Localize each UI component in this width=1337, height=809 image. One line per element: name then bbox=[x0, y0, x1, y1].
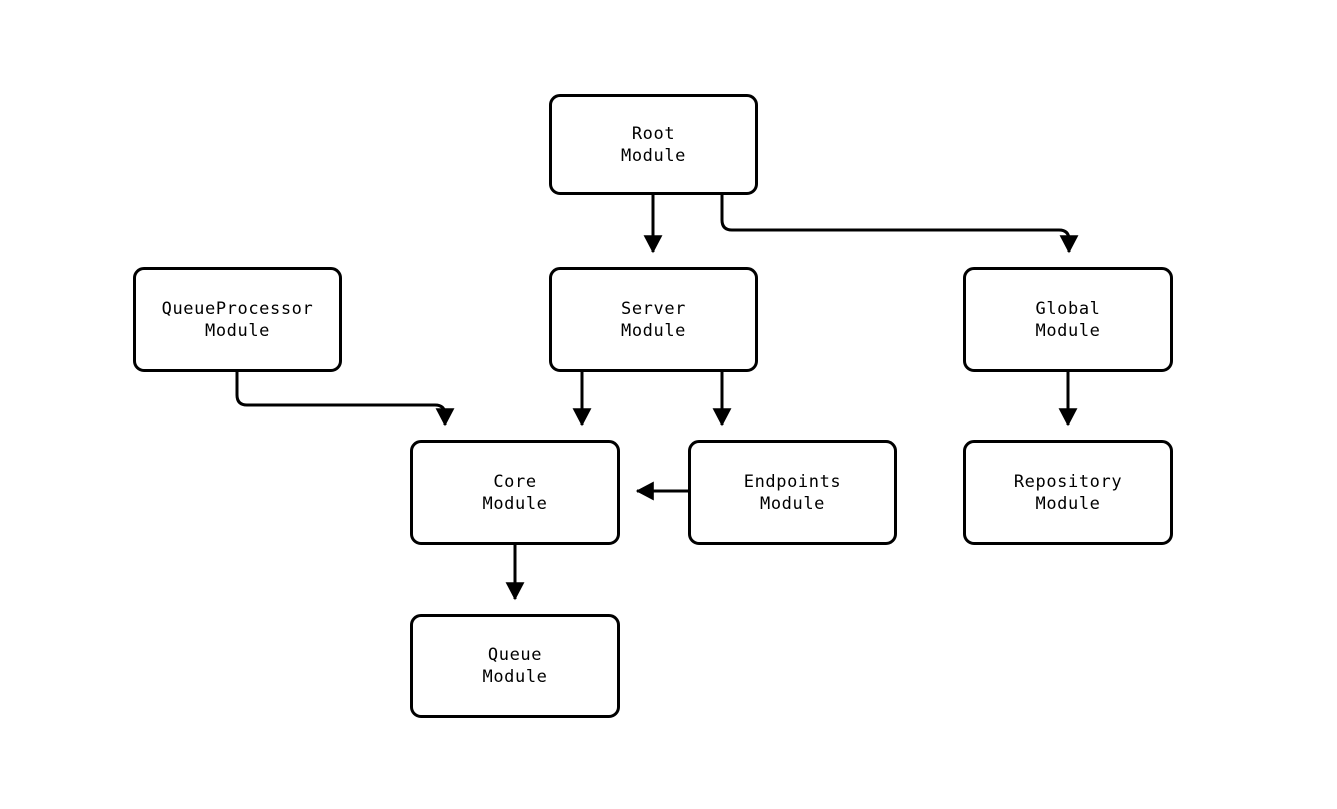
edge-queueprocessor-to-core bbox=[235, 372, 455, 427]
node-repository-module[interactable]: Repository Module bbox=[963, 440, 1173, 545]
node-core-module-name: Core bbox=[493, 471, 537, 492]
node-queue-module-suffix: Module bbox=[482, 667, 548, 687]
node-global-module-suffix: Module bbox=[1035, 320, 1101, 341]
node-root-module-suffix: Module bbox=[620, 145, 686, 166]
node-core-module-suffix: Module bbox=[482, 493, 548, 514]
node-core-module[interactable]: Core Module bbox=[410, 440, 620, 545]
node-endpoints-module-suffix: Module bbox=[759, 493, 825, 514]
node-server-module[interactable]: Server Module bbox=[549, 267, 758, 372]
node-queue-module[interactable]: Queue Module bbox=[410, 614, 620, 718]
node-endpoints-module[interactable]: Endpoints Module bbox=[688, 440, 897, 545]
node-queue-module-name: Queue bbox=[487, 645, 543, 665]
node-queueprocessor-module[interactable]: QueueProcessor Module bbox=[133, 267, 342, 372]
node-server-module-suffix: Module bbox=[620, 320, 686, 341]
node-root-module[interactable]: Root Module bbox=[549, 94, 758, 195]
node-global-module-name: Global bbox=[1035, 298, 1101, 319]
node-repository-module-suffix: Module bbox=[1035, 493, 1101, 514]
node-endpoints-module-name: Endpoints bbox=[743, 471, 842, 492]
node-root-module-name: Root bbox=[631, 123, 676, 144]
node-queueprocessor-module-suffix: Module bbox=[204, 320, 270, 341]
node-global-module[interactable]: Global Module bbox=[963, 267, 1173, 372]
node-server-module-name: Server bbox=[620, 298, 686, 319]
node-repository-module-name: Repository bbox=[1013, 471, 1123, 492]
edge-root-to-global bbox=[720, 195, 1079, 254]
node-queueprocessor-module-name: QueueProcessor bbox=[161, 298, 314, 319]
